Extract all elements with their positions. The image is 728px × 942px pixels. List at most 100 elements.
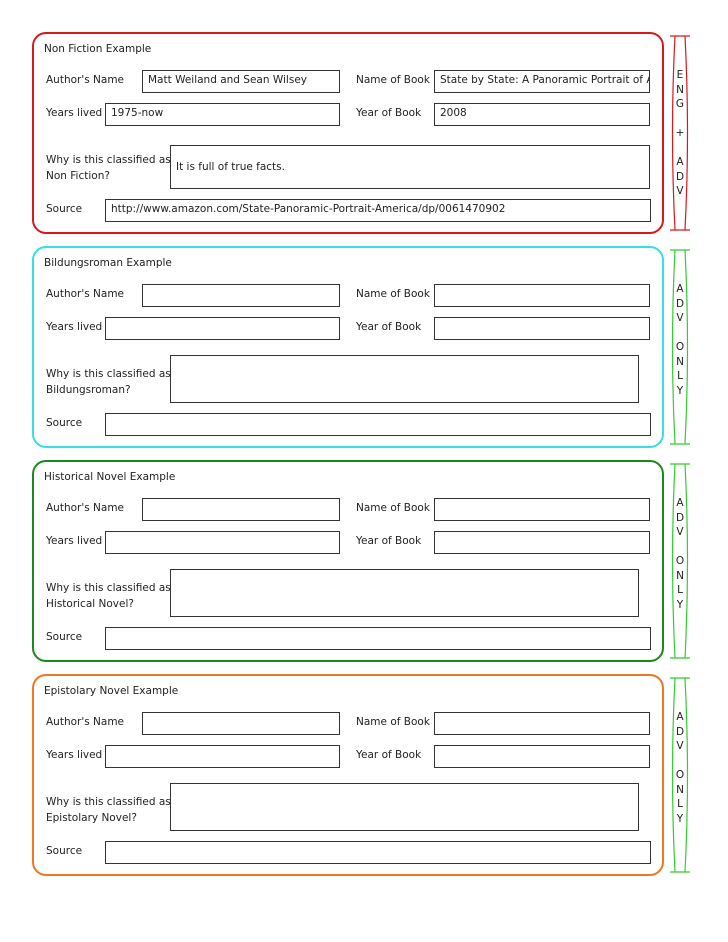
- why-label-line2: Non Fiction?: [46, 170, 110, 182]
- side-tag-letter: D: [675, 725, 685, 738]
- authors-name-label: Author's Name: [46, 716, 125, 728]
- year-of-book-label: Year of Book: [356, 749, 422, 761]
- authors-name-label: Author's Name: [46, 74, 125, 86]
- side-tag-letter: D: [675, 511, 685, 524]
- side-tag-letter: L: [677, 370, 683, 382]
- side-tag-letter: N: [676, 783, 684, 796]
- side-tag-letter: L: [677, 798, 683, 810]
- why-label-line2: Bildungsroman?: [46, 384, 131, 396]
- why-label-line1: Why is this classified as a: [46, 368, 181, 380]
- side-tag-letter: O: [675, 341, 685, 353]
- why-classified-field[interactable]: [170, 355, 639, 403]
- side-tag-letter: V: [676, 740, 684, 752]
- source-field[interactable]: [105, 627, 651, 650]
- why-label-line1: Why is this classified as: [46, 154, 171, 166]
- year-of-book-field[interactable]: [434, 317, 650, 340]
- side-tag-frame: [670, 249, 690, 445]
- authors-name-field[interactable]: [142, 284, 340, 307]
- why-classified-field[interactable]: [170, 569, 639, 617]
- card-title: Epistolary Novel Example: [44, 685, 179, 697]
- source-label: Source: [46, 203, 83, 215]
- years-lived-label: Years lived: [46, 107, 103, 119]
- name-of-book-label: Name of Book: [356, 716, 430, 728]
- side-tag-letter: Y: [676, 598, 684, 611]
- year-of-book-field[interactable]: 2008: [434, 103, 650, 126]
- side-tag-letter: [669, 754, 691, 769]
- side-tag-frame: [670, 677, 690, 873]
- side-tag-letter: [669, 141, 691, 156]
- years-lived-field[interactable]: [105, 531, 340, 554]
- year-of-book-field[interactable]: [434, 745, 650, 768]
- authors-name-field[interactable]: [142, 498, 340, 521]
- why-label-line1: Why is this classified as a: [46, 582, 181, 594]
- side-tag-letter: V: [676, 526, 684, 538]
- years-lived-field[interactable]: [105, 317, 340, 340]
- name-of-book-label: Name of Book: [356, 288, 430, 300]
- side-tag-letter: G: [675, 98, 685, 110]
- name-of-book-label: Name of Book: [356, 502, 430, 514]
- source-label: Source: [46, 845, 83, 857]
- side-tag-letter: V: [676, 312, 684, 324]
- card-title: Historical Novel Example: [44, 471, 176, 483]
- years-lived-field[interactable]: 1975-now: [105, 103, 340, 126]
- year-of-book-label: Year of Book: [356, 107, 422, 119]
- side-tag-letter: V: [676, 185, 684, 197]
- side-tag-letter: O: [675, 769, 685, 781]
- name-of-book-field[interactable]: State by State: A Panoramic Portrait of …: [434, 70, 650, 93]
- side-tag-letter: N: [676, 355, 684, 368]
- years-lived-label: Years lived: [46, 321, 103, 333]
- side-tag-letter: L: [677, 584, 683, 596]
- side-tag-letter: N: [676, 569, 684, 582]
- side-tag-letter: Y: [676, 812, 684, 825]
- side-tag-letter: E: [676, 69, 684, 81]
- side-tag-letter: A: [676, 283, 684, 295]
- years-lived-label: Years lived: [46, 535, 103, 547]
- authors-name-label: Author's Name: [46, 502, 125, 514]
- side-tag-letter: A: [676, 156, 684, 168]
- side-tag-letter: A: [676, 497, 684, 509]
- source-field[interactable]: [105, 413, 651, 436]
- why-label-line1: Why is this classified as a: [46, 796, 181, 808]
- source-field[interactable]: http://www.amazon.com/State-Panoramic-Po…: [105, 199, 651, 222]
- authors-name-field[interactable]: Matt Weiland and Sean Wilsey: [142, 70, 340, 93]
- card-title: Bildungsroman Example: [44, 257, 172, 269]
- side-tag-letter: A: [676, 711, 684, 723]
- name-of-book-field[interactable]: [434, 498, 650, 521]
- side-tag-frame: [670, 463, 690, 659]
- authors-name-field[interactable]: [142, 712, 340, 735]
- why-label-line2: Epistolary Novel?: [46, 812, 137, 824]
- why-classified-field[interactable]: It is full of true facts.: [170, 145, 650, 189]
- side-tag-letter: +: [675, 127, 685, 139]
- name-of-book-field[interactable]: [434, 712, 650, 735]
- side-tag-letter: D: [675, 170, 685, 183]
- why-classified-field[interactable]: [170, 783, 639, 831]
- side-tag-letter: Y: [676, 384, 684, 397]
- side-tag-letter: O: [675, 555, 685, 567]
- year-of-book-label: Year of Book: [356, 535, 422, 547]
- years-lived-field[interactable]: [105, 745, 340, 768]
- year-of-book-label: Year of Book: [356, 321, 422, 333]
- year-of-book-field[interactable]: [434, 531, 650, 554]
- side-tag-letter: [669, 326, 691, 341]
- source-field[interactable]: [105, 841, 651, 864]
- years-lived-label: Years lived: [46, 749, 103, 761]
- name-of-book-field[interactable]: [434, 284, 650, 307]
- why-label-line2: Historical Novel?: [46, 598, 134, 610]
- authors-name-label: Author's Name: [46, 288, 125, 300]
- side-tag-frame: [670, 35, 690, 231]
- source-label: Source: [46, 631, 83, 643]
- card-title: Non Fiction Example: [44, 43, 152, 55]
- source-label: Source: [46, 417, 83, 429]
